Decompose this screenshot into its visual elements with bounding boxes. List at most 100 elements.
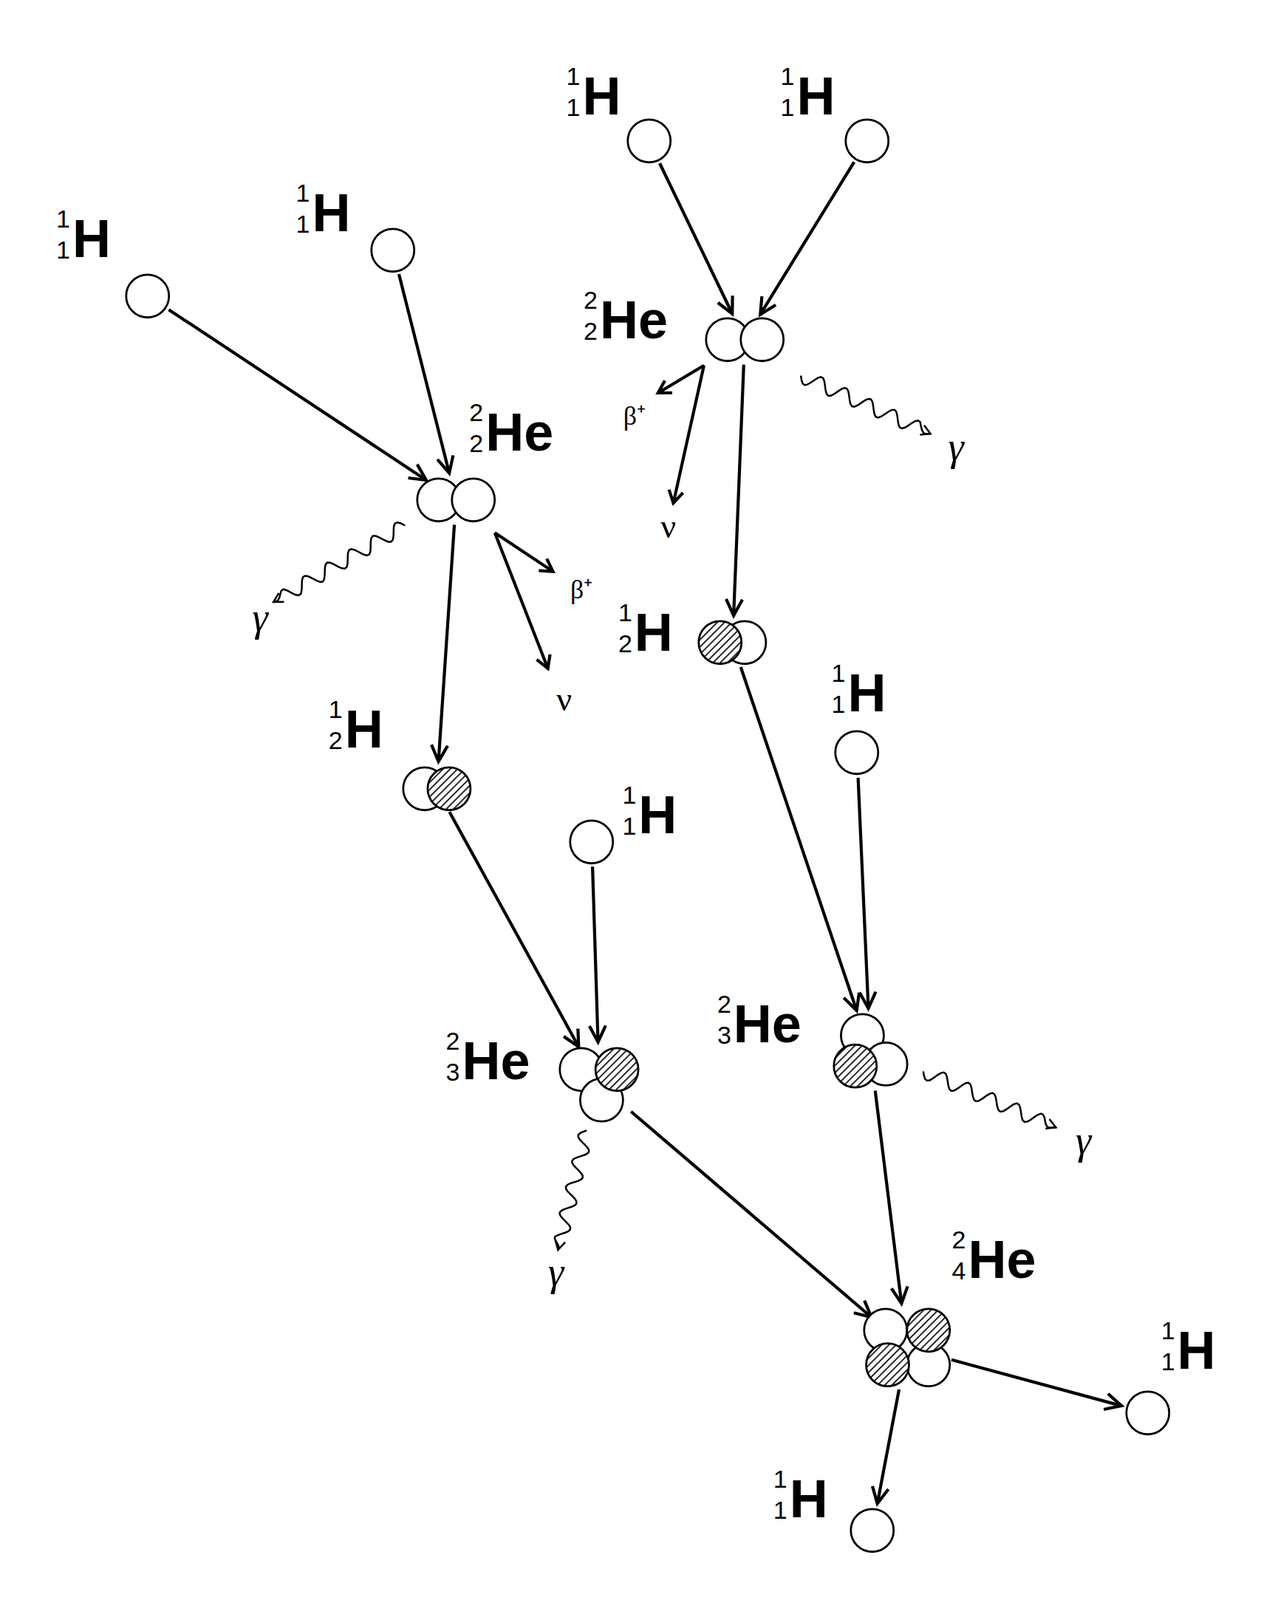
nuclide-label: 12H — [618, 599, 673, 659]
reaction-arrow — [726, 364, 744, 617]
element-symbol: H — [638, 782, 677, 842]
arrow-line — [951, 1359, 1122, 1406]
arrow-head — [872, 1486, 889, 1505]
neutron-circle — [698, 621, 742, 665]
nucleus-shape — [704, 316, 786, 364]
mass-number: 1 — [566, 63, 581, 89]
mass-number: 2 — [446, 1028, 461, 1054]
mass-number: 1 — [618, 599, 633, 625]
particle-label: ν — [660, 509, 676, 544]
nuclide-label: 11H — [831, 660, 887, 720]
nucleus-node: 23He — [831, 1012, 910, 1090]
reaction-arrow — [659, 163, 733, 314]
emission-arrow — [658, 365, 705, 394]
arrow-head — [760, 296, 776, 315]
nucleus-node: 12H — [401, 765, 473, 813]
mass-number: 2 — [717, 991, 732, 1017]
nucleus-node: 22He — [704, 316, 786, 364]
nuclide-label: 11H — [56, 206, 111, 266]
atomic-number: 4 — [952, 1258, 967, 1284]
arrow-head — [431, 744, 448, 762]
mass-number: 1 — [1161, 1317, 1176, 1343]
proton-circle — [627, 119, 671, 163]
element-symbol: H — [72, 206, 111, 266]
arrow-head — [563, 1028, 579, 1047]
mass-number: 1 — [296, 180, 311, 206]
mass-number: 1 — [328, 696, 343, 722]
particle-label: β⁺ — [570, 576, 593, 603]
atomic-number: 1 — [56, 237, 71, 263]
nucleus-shape — [415, 476, 497, 524]
nuclide-label: 23He — [717, 991, 802, 1051]
nucleus-shape — [568, 818, 616, 866]
nucleus-shape — [369, 226, 417, 275]
nuclide-numbers: 11 — [566, 63, 583, 123]
nucleus-node: 11H — [568, 818, 616, 866]
arrow-head — [555, 1239, 566, 1250]
mass-number: 1 — [622, 782, 637, 808]
reaction-arrow — [449, 811, 579, 1047]
element-symbol: H — [582, 63, 621, 123]
arrow-head — [718, 295, 733, 314]
nuclide-label: 23He — [446, 1028, 531, 1088]
reaction-arrow — [589, 866, 606, 1043]
element-symbol: H — [634, 599, 673, 659]
arrow-head — [1103, 1393, 1122, 1410]
element-symbol: H — [848, 660, 887, 720]
particle-label: γ — [1075, 1120, 1092, 1161]
proton-circle — [845, 119, 889, 163]
neutron-circle — [596, 1047, 639, 1091]
atomic-number: 2 — [328, 727, 343, 753]
element-symbol: He — [733, 991, 802, 1051]
arrow-line — [438, 524, 456, 761]
element-symbol: He — [461, 1028, 530, 1088]
nucleus-shape — [401, 765, 473, 813]
element-symbol: H — [796, 63, 835, 123]
nucleus-node: 11H — [124, 272, 172, 320]
nuclide-numbers: 12 — [328, 696, 345, 756]
atomic-number: 1 — [831, 691, 846, 717]
arrow-line — [659, 163, 733, 314]
reaction-arrow — [431, 524, 455, 761]
nuclide-numbers: 23 — [446, 1028, 463, 1088]
nucleus-shape — [625, 117, 673, 165]
atomic-number: 2 — [469, 430, 484, 456]
arrow-head — [853, 1300, 872, 1318]
arrow-line — [398, 274, 450, 473]
mass-number: 2 — [583, 287, 598, 313]
proton-circle — [851, 1509, 894, 1553]
element-symbol: H — [344, 696, 384, 756]
nucleus-node: 11H — [369, 226, 417, 275]
nuclide-numbers: 12 — [618, 599, 635, 659]
nucleus-node: 11H — [833, 729, 881, 777]
element-symbol: He — [967, 1227, 1036, 1287]
reaction-arrow — [168, 309, 427, 481]
arrow-head — [726, 599, 743, 616]
nuclide-numbers: 22 — [583, 287, 600, 347]
nucleus-node: 22He — [415, 476, 497, 524]
nucleus-shape — [831, 1012, 910, 1090]
nucleus-node: 11H — [1124, 1389, 1172, 1437]
arrow-line — [858, 777, 869, 1009]
reaction-arrow — [872, 1389, 900, 1505]
neutron-circle — [427, 767, 471, 811]
reaction-arrow — [398, 274, 453, 473]
nuclide-numbers: 11 — [622, 782, 639, 842]
nuclide-numbers: 24 — [952, 1227, 969, 1287]
arrow-line — [740, 667, 857, 1011]
emission-arrow — [673, 365, 705, 504]
neutron-circle — [907, 1309, 950, 1352]
nuclide-numbers: 11 — [56, 206, 73, 266]
proton-circle — [835, 731, 879, 775]
arrow-head — [273, 593, 284, 603]
nuclide-numbers: 11 — [780, 63, 798, 123]
nuclide-label: 11H — [296, 180, 351, 240]
arrow-head — [589, 1025, 606, 1042]
atomic-number: 1 — [1161, 1348, 1176, 1375]
nuclide-label: 11H — [780, 63, 836, 123]
element-symbol: H — [311, 180, 351, 240]
arrow-line — [168, 309, 427, 481]
nucleus-shape — [862, 1306, 953, 1389]
arrow-head — [891, 1286, 908, 1304]
